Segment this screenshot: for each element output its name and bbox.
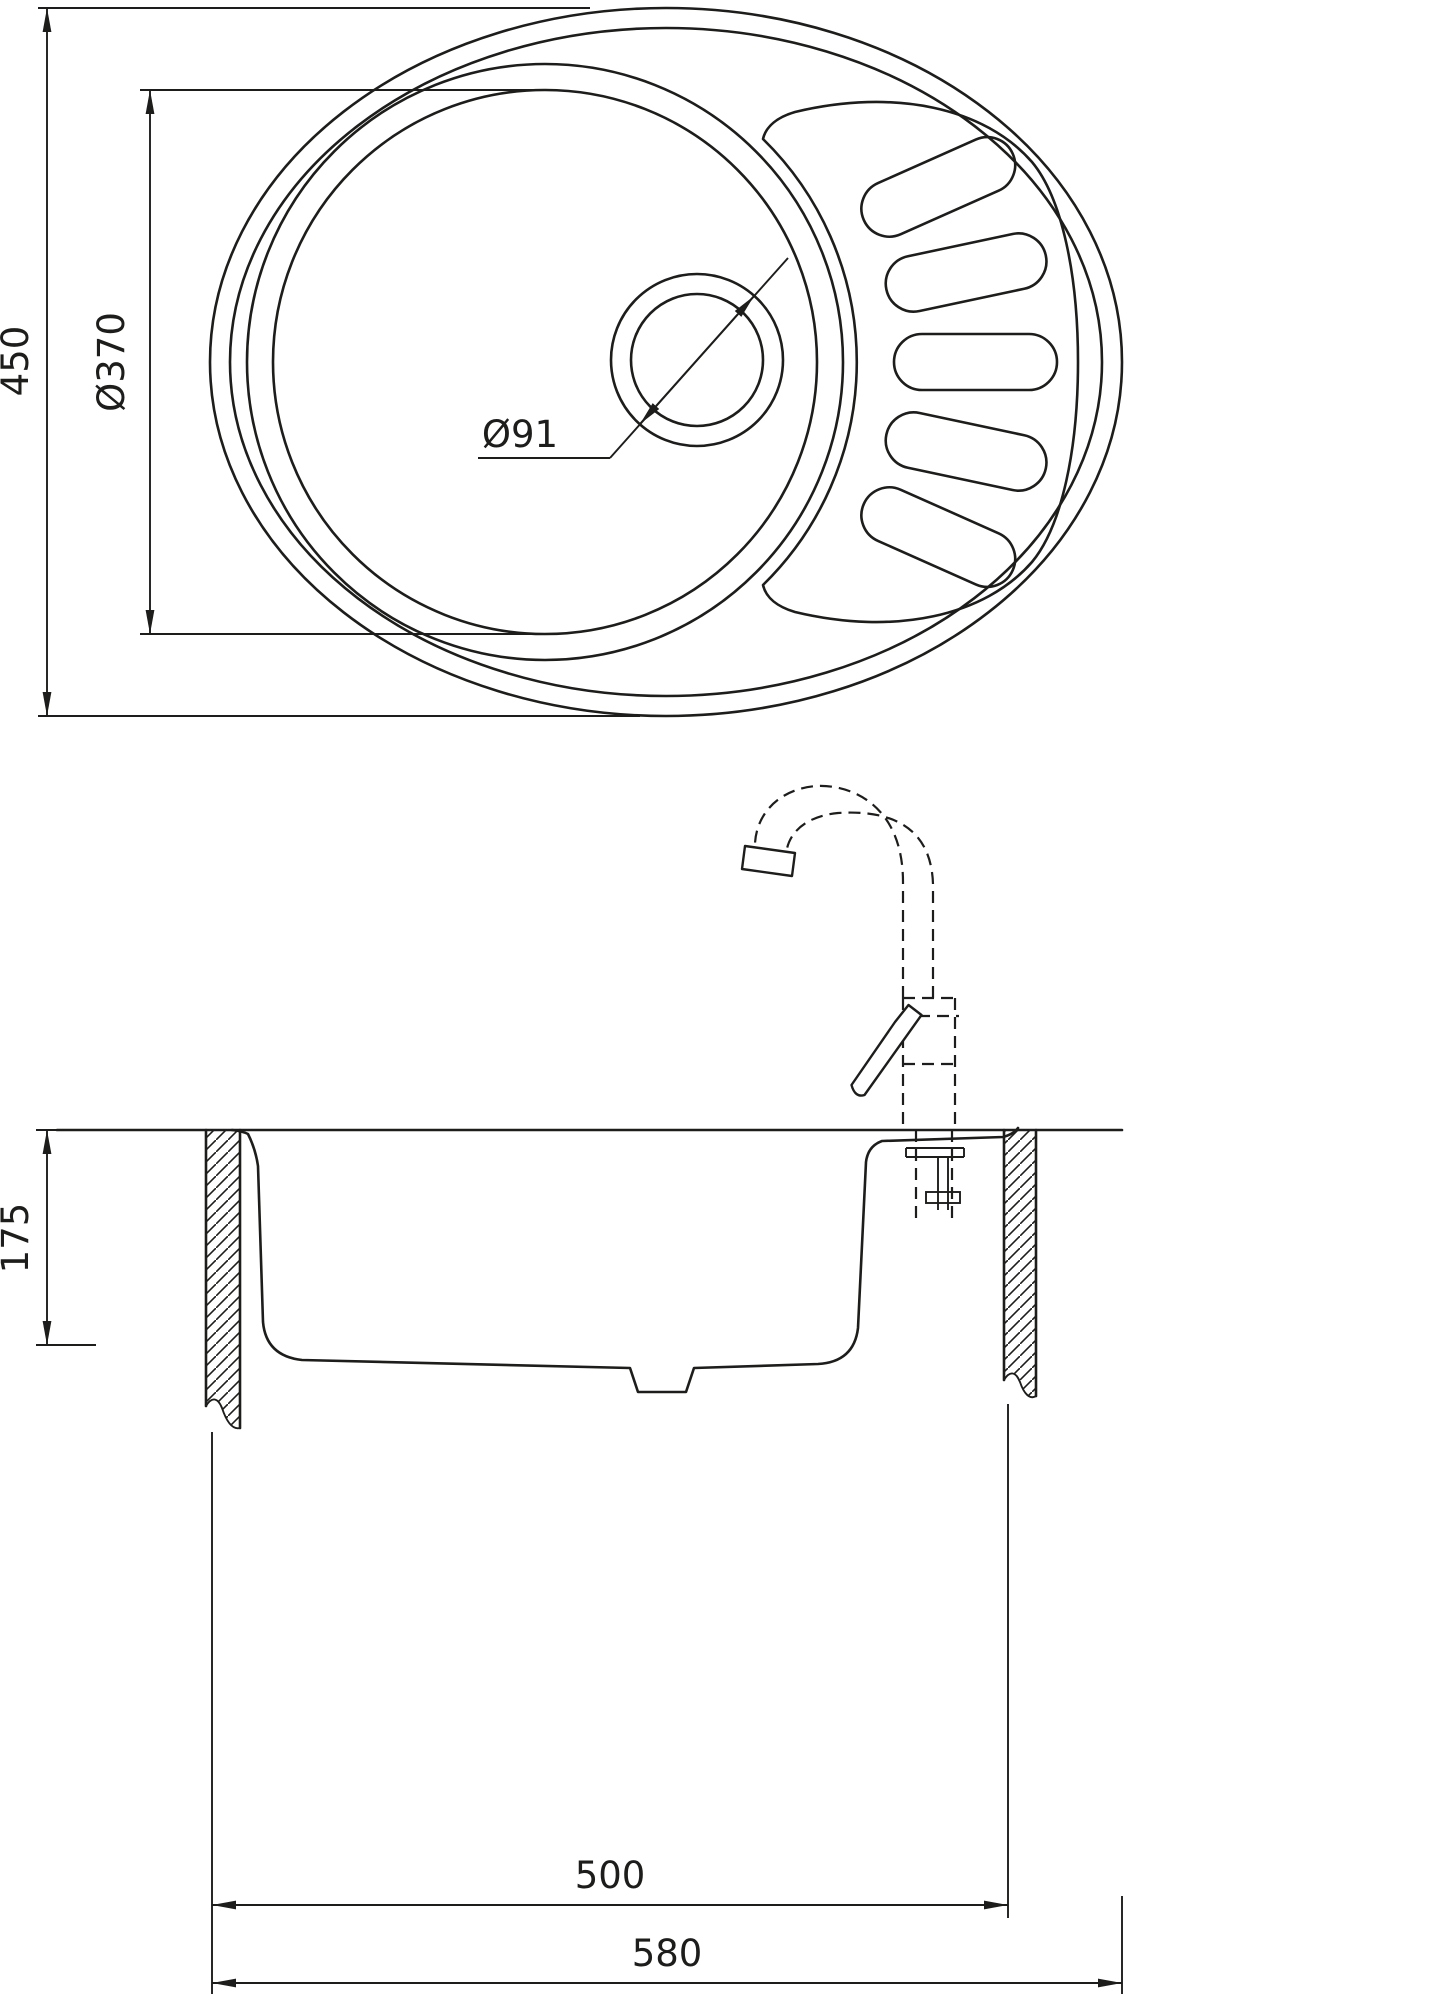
drainer-slot [884,232,1048,313]
faucet-spout-inner [784,811,935,998]
drainer-slot [892,332,1059,392]
drain-diameter-label: Ø91 [482,413,558,456]
drain-circle-outer [609,272,785,448]
sink-outline-outer [208,6,1124,718]
dimension-overall-width: 580 [212,1896,1123,1994]
faucet-lever [850,1003,923,1097]
faucet-mounting [905,1147,965,1210]
dimension-drain-diameter: Ø91 [478,257,789,459]
hatch-fill [1004,1130,1036,1398]
drainer-slot [860,135,1017,238]
dimension-cutout-width: 500 [211,1404,1009,1994]
drainer-slot [860,486,1017,589]
depth-label: 175 [0,1203,37,1274]
diameter-arrow [639,359,698,425]
counter-section-right [1002,1128,1038,1399]
break-line [205,1398,241,1430]
faucet-aerator [740,844,797,878]
bowl-profile [230,1126,1020,1394]
dimension-bowl-diameter: Ø370 [90,89,548,635]
cutout-width-label: 500 [575,1854,646,1897]
break-line [1003,1372,1037,1399]
top-view: 450 Ø370 Ø91 [0,6,1124,718]
dimension-overall-length: 450 [0,7,640,717]
sink-outline-inner [228,26,1104,698]
bowl-diameter-label: Ø370 [90,312,133,412]
faucet [740,784,965,1222]
bowl-circle-inner [271,88,819,636]
diameter-arrow [696,295,755,361]
overall-length-label: 450 [0,326,37,397]
drainer-slot [884,411,1048,492]
counter-section-left [204,1128,242,1430]
dimension-depth: 175 [0,1129,96,1346]
drainer-outline [761,100,1080,624]
drainer-slots [860,135,1059,589]
faucet-spout-outer [753,784,905,998]
side-view: 175 500 580 [0,784,1124,1994]
drain-circle-inner [629,292,765,428]
hatch-fill [206,1130,240,1429]
bowl-section [230,1126,1020,1394]
bowl-circle-outer [245,62,845,662]
overall-width-label: 580 [632,1932,703,1975]
